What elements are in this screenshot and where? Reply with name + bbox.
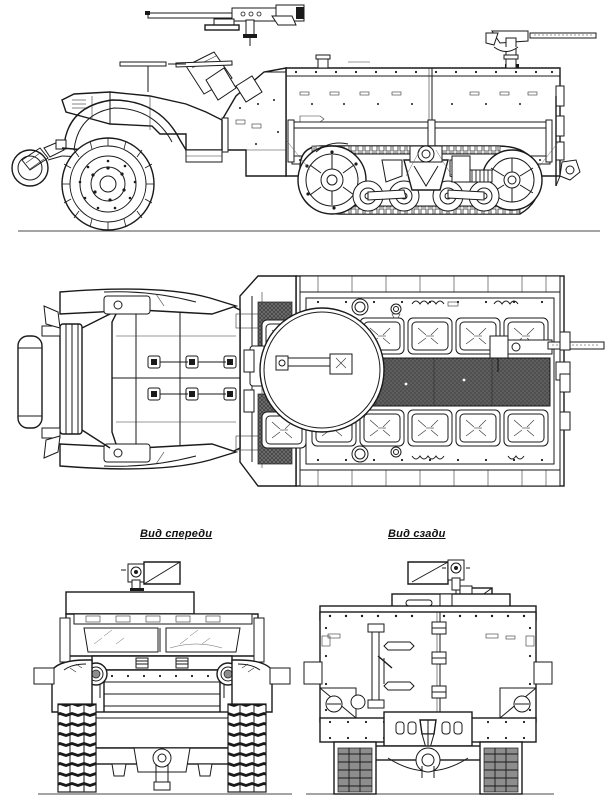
tow-pintle-side [555,96,581,187]
rear-view-caption: Вид сзади [388,528,446,540]
plan-hull-cab [239,275,385,487]
rear-tracks [333,741,523,795]
track-assembly-side [297,142,543,215]
front-fenders [33,659,291,713]
hood-and-front-side [61,91,223,163]
front-elevation-svg [33,561,292,795]
plan-fenders [59,288,239,470]
plan-view-svg [17,275,605,487]
front-windshield-armor [59,613,265,663]
rear-elevation-svg [303,559,554,795]
front-view-caption: Вид спереди [140,528,213,540]
front-road-wheel-side [61,137,155,231]
windshield-armor-folded [168,51,263,103]
mg-30cal-side [485,30,597,68]
front-mg-and-shield [121,561,181,591]
hood-tiedowns [147,355,237,401]
rear-lights [395,721,463,735]
plan-front-bumper [17,305,111,459]
unditching-roller-side [11,139,109,187]
plan-hood [111,303,241,455]
plan-side-racks [235,313,259,451]
front-tires [57,703,267,793]
rear-lower-panel [319,711,537,749]
drive-sprocket [297,145,367,215]
leader-lines-side [285,139,561,177]
rear-elevation-view [300,552,560,800]
front-elevation-view [30,552,300,800]
side-elevation-svg [11,4,600,232]
plan-rear-fittings [559,331,571,431]
grille-louvers [103,669,221,719]
front-lower-body [86,711,238,749]
front-axle [67,747,257,791]
rear-armor-plate [303,611,553,723]
side-elevation-view [0,0,614,250]
plan-view [0,262,614,500]
mg-50cal-side [145,4,305,46]
rear-latch-rod [367,623,393,709]
hood-latches [135,657,189,669]
track-tension-spring [451,155,493,183]
front-grille [91,655,233,719]
machine-gun-ring-mount [259,307,385,433]
front-roof-box [65,591,195,615]
hull-side-cab [119,51,325,177]
